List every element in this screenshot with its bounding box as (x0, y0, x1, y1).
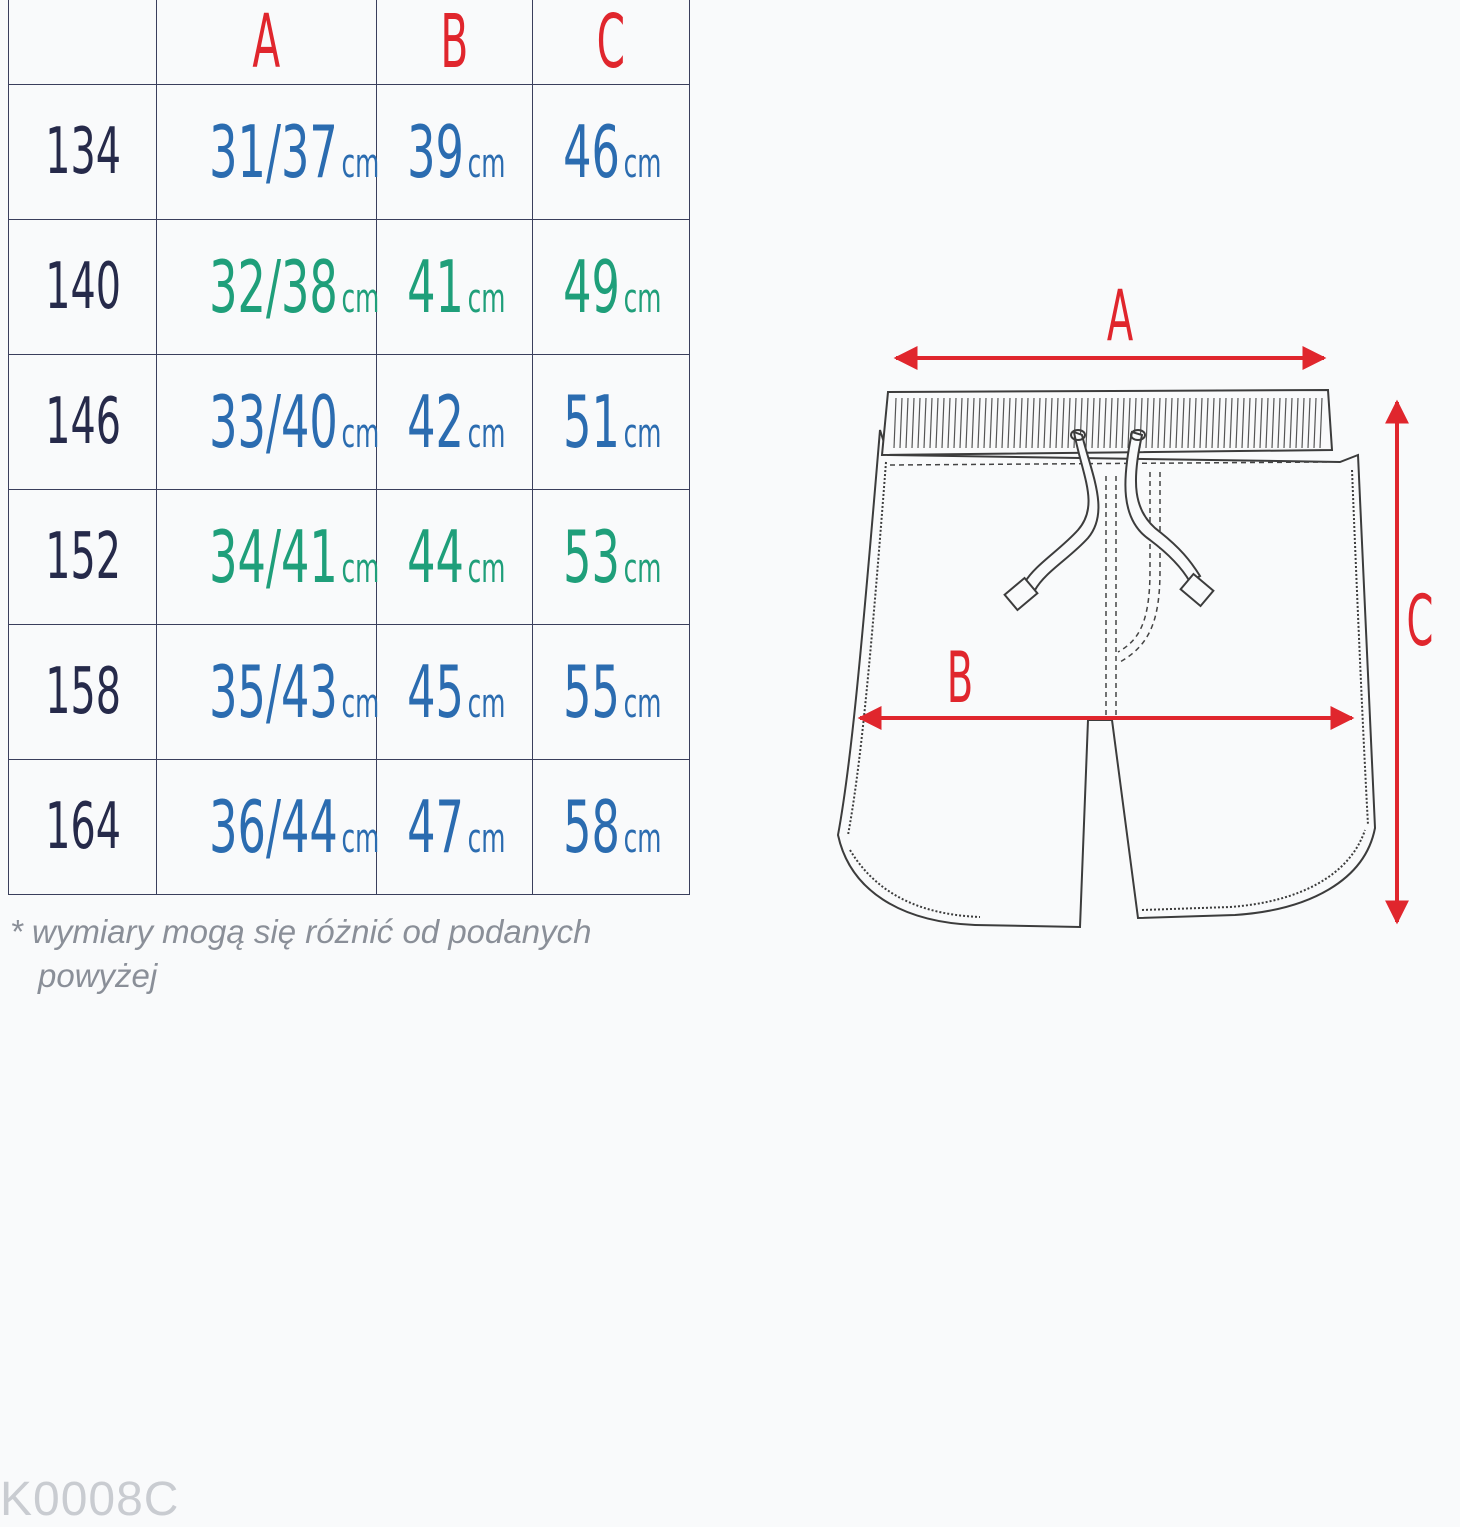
unit-label: cm (467, 681, 505, 727)
shorts-icon: A C B (836, 277, 1434, 929)
unit-label: cm (623, 816, 662, 862)
unit-label: cm (623, 276, 662, 322)
measurement-a-cell: 35/43cm (156, 624, 380, 760)
disclaimer-line-1: * wymiary mogą się różnić od podanych (10, 913, 592, 950)
measurement-value: 39 (406, 110, 464, 194)
measurement-b-cell: 42cm (375, 354, 533, 490)
measurement-value: 51 (562, 380, 620, 464)
measurement-c-cell: 58cm (531, 759, 691, 895)
measurement-b-cell: 45cm (375, 624, 533, 760)
measurement-b-cell: 39cm (375, 84, 533, 220)
measurement-value: 42 (406, 380, 464, 464)
measurement-value: 32/38 (209, 245, 339, 329)
measurement-value: 47 (406, 785, 464, 869)
measurement-c-cell: 46cm (531, 84, 691, 220)
measurement-value: 44 (406, 515, 464, 599)
unit-label: cm (623, 681, 662, 727)
measurement-value: 31/37 (209, 110, 339, 194)
dimension-b-label: B (947, 639, 973, 720)
measurement-disclaimer: * wymiary mogą się różnić od podanych po… (10, 910, 710, 998)
header-b: B (375, 0, 533, 85)
product-code: K0008C (0, 1473, 180, 1526)
measurement-a-cell: 34/41cm (156, 489, 380, 625)
measurement-value: 41 (406, 245, 464, 329)
size-cell: 164 (7, 759, 158, 895)
unit-label: cm (467, 816, 505, 862)
measurement-a-cell: 31/37cm (156, 84, 380, 220)
header-c: C (531, 0, 691, 85)
size-cell: 158 (7, 624, 158, 760)
size-cell: 146 (7, 354, 158, 490)
unit-label: cm (467, 546, 505, 592)
measurement-value: 49 (562, 245, 620, 329)
unit-label: cm (341, 411, 380, 457)
unit-label: cm (467, 411, 505, 457)
measurement-value: 46 (562, 110, 620, 194)
measurement-b-cell: 44cm (375, 489, 533, 625)
measurement-value: 53 (562, 515, 620, 599)
measurement-value: 34/41 (209, 515, 339, 599)
unit-label: cm (341, 681, 380, 727)
measurement-value: 36/44 (209, 785, 339, 869)
measurement-b-cell: 47cm (375, 759, 533, 895)
header-empty-cell (7, 0, 158, 85)
fly-stitching (889, 461, 1331, 720)
unit-label: cm (467, 141, 505, 187)
unit-label: cm (341, 816, 380, 862)
measurement-value: 33/40 (209, 380, 339, 464)
measurement-value: 55 (562, 650, 620, 734)
measurement-value: 45 (406, 650, 464, 734)
size-chart-header-row: A B C (7, 0, 691, 85)
measurement-c-cell: 51cm (531, 354, 691, 490)
measurement-a-cell: 33/40cm (156, 354, 380, 490)
dimension-c-label: C (1407, 582, 1434, 663)
measurement-b-cell: 41cm (375, 219, 533, 355)
header-a: A (156, 0, 377, 85)
unit-label: cm (341, 546, 380, 592)
unit-label: cm (341, 141, 380, 187)
measurement-a-cell: 32/38cm (156, 219, 380, 355)
dimension-a-label: A (1107, 277, 1134, 358)
unit-label: cm (467, 276, 505, 322)
measurement-c-cell: 53cm (531, 489, 691, 625)
unit-label: cm (341, 276, 380, 322)
measurement-c-cell: 49cm (531, 219, 691, 355)
measurement-value: 35/43 (209, 650, 339, 734)
size-cell: 140 (7, 219, 158, 355)
unit-label: cm (623, 411, 662, 457)
size-cell: 134 (7, 84, 158, 220)
drawstring (1003, 429, 1215, 612)
measurement-value: 58 (562, 785, 620, 869)
waistband-ribs (893, 397, 1323, 449)
size-cell: 152 (7, 489, 158, 625)
measurement-a-cell: 36/44cm (156, 759, 380, 895)
measurement-c-cell: 55cm (531, 624, 691, 760)
unit-label: cm (623, 141, 662, 187)
disclaimer-line-2: powyżej (38, 957, 158, 994)
unit-label: cm (623, 546, 662, 592)
